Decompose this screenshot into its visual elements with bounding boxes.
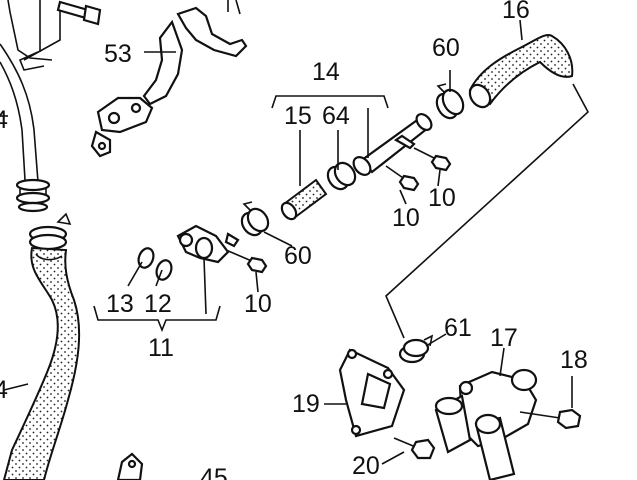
callout-20: 20 bbox=[352, 452, 380, 480]
coolant-pipe-upper-left bbox=[0, 0, 53, 213]
hose-piece-15 bbox=[280, 178, 328, 221]
leader-lines bbox=[0, 10, 589, 465]
bolt-10-mid bbox=[385, 165, 420, 192]
hose-clip-60-top bbox=[435, 83, 465, 120]
connecting-pipe-14 bbox=[352, 113, 433, 176]
callout-64: 64 bbox=[322, 102, 350, 130]
coolant-hose-left bbox=[2, 246, 81, 480]
callout-10-mid: 10 bbox=[392, 204, 420, 232]
hose-clip-60-mid bbox=[240, 201, 270, 237]
coolant-hose-16 bbox=[468, 34, 574, 109]
o-ring-12 bbox=[155, 259, 173, 281]
callout-10-low: 10 bbox=[244, 290, 272, 318]
callout-61: 61 bbox=[444, 314, 472, 342]
callout-11: 11 bbox=[148, 334, 174, 362]
callout-4-upper: 4 bbox=[0, 106, 8, 134]
bolt-10-low bbox=[225, 249, 268, 274]
bolt-18 bbox=[519, 408, 582, 430]
seal-19 bbox=[338, 348, 406, 438]
flange-11 bbox=[176, 224, 240, 264]
callout-10-right: 10 bbox=[428, 184, 456, 212]
part-45-partial bbox=[116, 452, 144, 480]
callout-53: 53 bbox=[104, 40, 132, 68]
thermostat-housing-17 bbox=[434, 368, 538, 480]
callout-4-lower: 4 bbox=[0, 376, 8, 404]
callout-12: 12 bbox=[144, 290, 172, 318]
callout-13: 13 bbox=[106, 290, 134, 318]
callout-18: 18 bbox=[560, 346, 588, 374]
callout-15: 15 bbox=[284, 102, 312, 130]
hose-clip-left bbox=[28, 212, 72, 251]
callout-60-top: 60 bbox=[432, 34, 460, 62]
mounting-bracket-53 bbox=[90, 0, 248, 158]
callout-16: 16 bbox=[502, 0, 530, 24]
hose-clip-61 bbox=[398, 334, 434, 364]
hose-clip-64 bbox=[326, 161, 357, 191]
bolt-top bbox=[56, 0, 102, 26]
callout-19: 19 bbox=[292, 390, 320, 418]
callout-17: 17 bbox=[490, 324, 518, 352]
bolt-10-right bbox=[413, 147, 452, 172]
callout-14: 14 bbox=[312, 58, 340, 86]
bolt-20 bbox=[393, 437, 436, 460]
callout-60-mid: 60 bbox=[284, 242, 312, 270]
callout-45: 45 bbox=[200, 464, 228, 480]
